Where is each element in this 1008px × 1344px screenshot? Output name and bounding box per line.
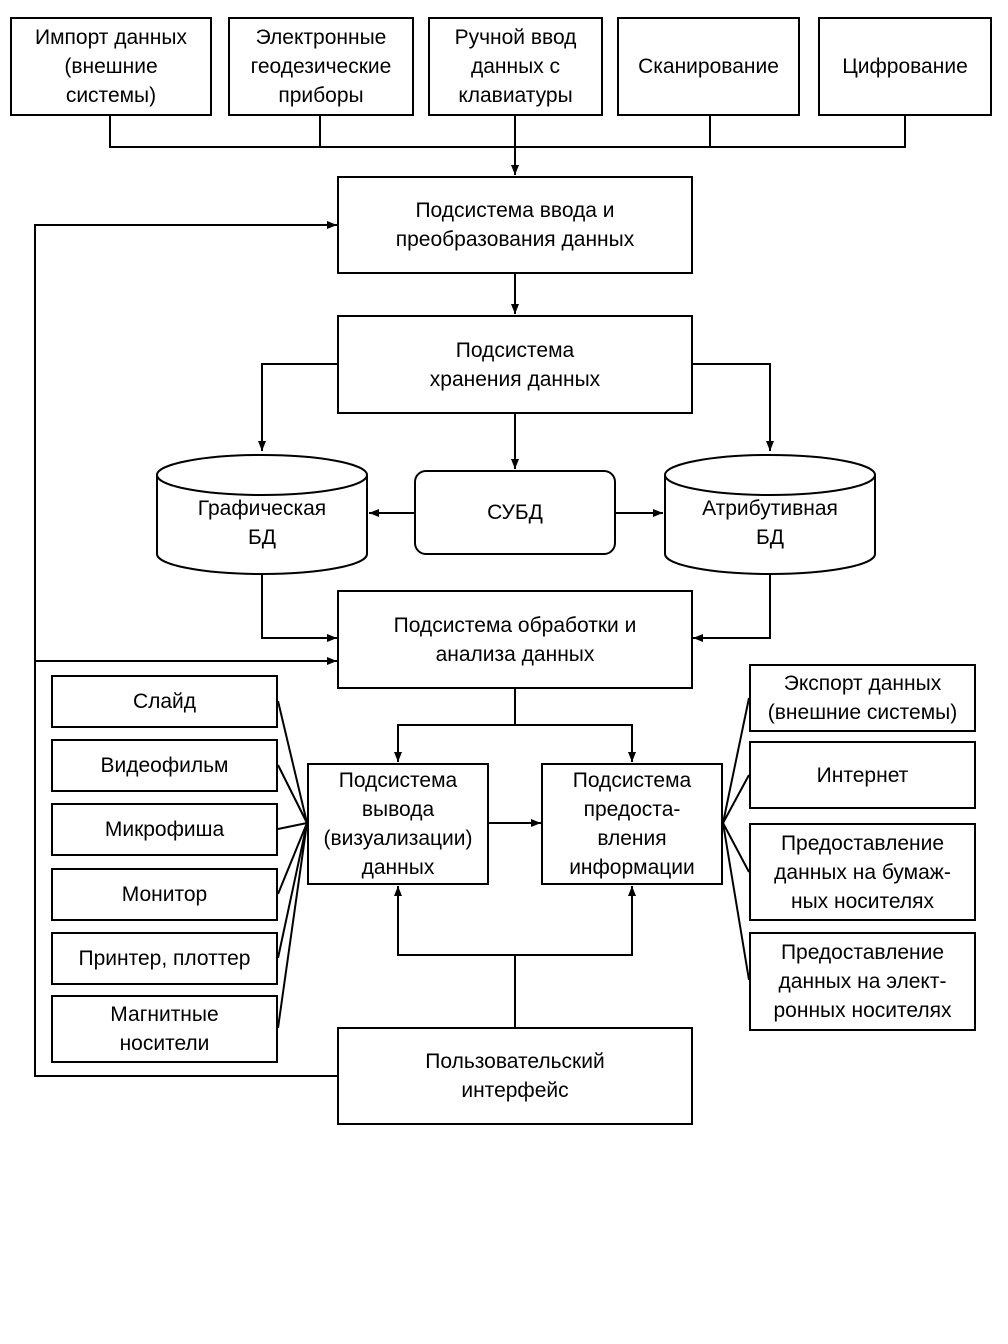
target-paper: Предоставление данных на бумаж- ных носи… (749, 823, 976, 921)
source-import-label: Импорт данных (внешние системы) (35, 26, 187, 107)
sources-collector-line (109, 116, 906, 148)
source-electronic-instruments-label: Электронные геодезические приборы (250, 26, 392, 107)
source-digitizing: Цифрование (818, 17, 992, 116)
fan-magnetic (277, 822, 308, 1029)
arrow-proc-to-provision (515, 724, 636, 762)
dbms: СУБД (414, 470, 616, 555)
source-scanning-label: Сканирование (638, 55, 779, 78)
graphic-db-cylinder (156, 475, 368, 575)
output-subsystem-label: Подсистема вывода (визуализации) данных (323, 769, 473, 879)
user-interface-label: Пользовательский интерфейс (425, 1050, 605, 1102)
arrow-storage-to-attribute-db (693, 363, 774, 451)
attribute-db-label: Атрибутивная БД (702, 497, 838, 549)
arrow-ui-to-output (394, 886, 515, 956)
device-microfiche-label: Микрофиша (104, 818, 225, 841)
device-slide-label: Слайд (132, 690, 197, 713)
fan-slide (277, 700, 308, 824)
graphic-db-label: Графическая БД (197, 497, 327, 549)
source-manual-input: Ручной ввод данных с клавиатуры (428, 17, 603, 116)
device-printer: Принтер, плоттер (51, 932, 278, 985)
target-paper-label: Предоставление данных на бумаж- ных носи… (774, 831, 951, 913)
device-slide: Слайд (51, 675, 278, 728)
fan-microfiche (277, 822, 308, 830)
device-magnetic-label: Магнитные носители (110, 1003, 219, 1055)
arrow-ui-to-provision (515, 886, 636, 956)
fan-electronic (722, 822, 750, 981)
source-electronic-instruments: Электронные геодезические приборы (228, 17, 414, 116)
target-export: Экспорт данных (внешние системы) (749, 664, 976, 732)
device-video: Видеофильм (51, 739, 278, 792)
arrow-ui-to-input (34, 221, 337, 1077)
fan-paper (722, 822, 750, 873)
source-import: Импорт данных (внешние системы) (10, 17, 212, 116)
device-printer-label: Принтер, плоттер (78, 947, 251, 970)
processing-subsystem: Подсистема обработки и анализа данных (337, 590, 693, 689)
target-export-label: Экспорт данных (внешние системы) (767, 672, 958, 724)
dbms-label: СУБД (487, 501, 543, 524)
storage-subsystem: Подсистема хранения данных (337, 315, 693, 414)
target-internet: Интернет (749, 741, 976, 809)
storage-subsystem-label: Подсистема хранения данных (429, 338, 601, 391)
device-monitor-label: Монитор (121, 883, 208, 906)
target-electronic: Предоставление данных на элект- ронных н… (749, 932, 976, 1031)
device-monitor: Монитор (51, 868, 278, 921)
input-subsystem-label: Подсистема ввода и преобразования данных (395, 199, 635, 251)
arrow-graphic-db-processing (258, 565, 337, 642)
fan-monitor (277, 822, 308, 895)
attribute-db-cylinder (664, 475, 876, 575)
attribute-db-cylinder-top (664, 454, 876, 496)
input-subsystem: Подсистема ввода и преобразования данных (337, 176, 693, 274)
device-magnetic: Магнитные носители (51, 995, 278, 1063)
graphic-db: Графическая БД (157, 492, 367, 554)
fan-internet (722, 774, 750, 824)
user-interface: Пользовательский интерфейс (337, 1027, 693, 1125)
processing-subsystem-label: Подсистема обработки и анализа данных (393, 613, 637, 666)
source-scanning: Сканирование (617, 17, 800, 116)
source-digitizing-label: Цифрование (842, 55, 968, 78)
attribute-db: Атрибутивная БД (665, 492, 875, 554)
source-manual-input-label: Ручной ввод данных с клавиатуры (454, 26, 577, 107)
arrow-proc-to-output (394, 724, 515, 762)
arrow-storage-to-graphic-db (258, 363, 337, 451)
device-microfiche: Микрофиша (51, 803, 278, 856)
fan-printer (277, 822, 308, 959)
target-internet-label: Интернет (816, 763, 909, 787)
fan-export (722, 697, 750, 824)
provision-subsystem-label: Подсистема предоста- вления информации (569, 769, 695, 879)
graphic-db-cylinder-top (156, 454, 368, 496)
device-video-label: Видеофильм (100, 754, 229, 777)
output-subsystem: Подсистема вывода (визуализации) данных (307, 763, 489, 885)
fan-video (277, 764, 308, 824)
target-electronic-label: Предоставление данных на элект- ронных н… (773, 941, 952, 1022)
provision-subsystem: Подсистема предоста- вления информации (541, 763, 723, 885)
arrow-attribute-db-processing (693, 565, 774, 642)
